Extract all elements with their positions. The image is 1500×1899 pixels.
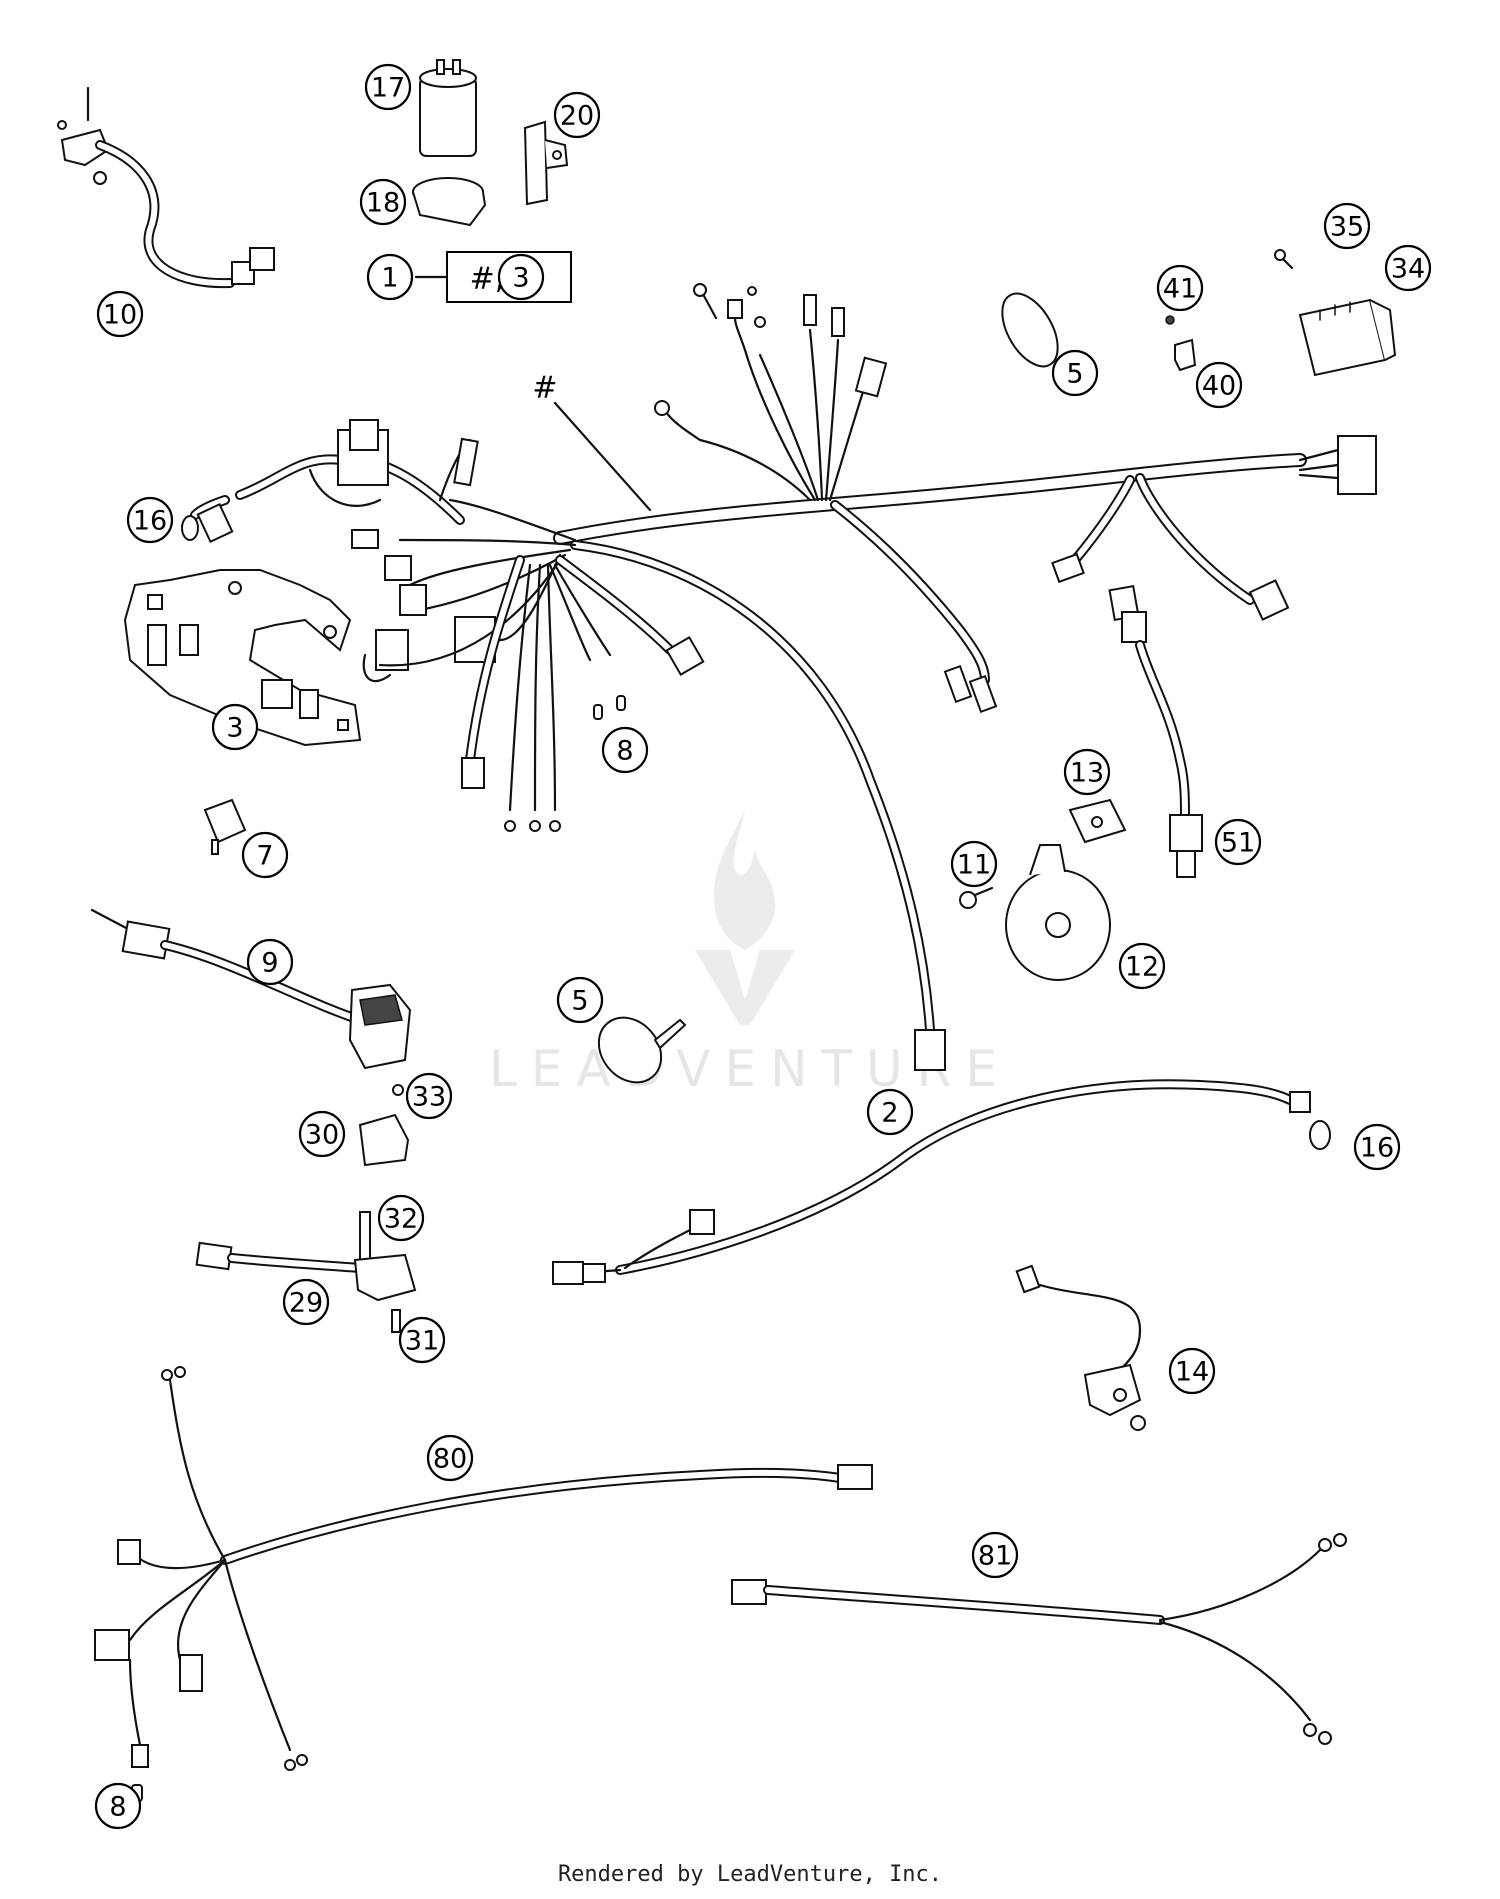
callout-80: 80 — [426, 1434, 474, 1482]
callout-layer: 1233557889101112131416161718202930313233… — [94, 63, 1432, 1830]
callout-label: 16 — [133, 506, 167, 537]
callout-1: 1 — [366, 253, 414, 301]
callout-3: 3 — [497, 253, 545, 301]
callout-label: 30 — [305, 1120, 339, 1151]
leadventure-flame-logo — [695, 810, 795, 1025]
part-81-cable — [731, 1533, 1347, 1745]
callout-3: 3 — [211, 703, 259, 751]
callout-32: 32 — [377, 1194, 425, 1242]
part-5-cable-tie-center — [597, 1016, 687, 1084]
part-2-wiring-harness-rear — [552, 1079, 1331, 1285]
callout-label: 81 — [978, 1541, 1012, 1572]
callout-label: 17 — [371, 73, 405, 104]
harness-hash-label: # — [532, 371, 557, 406]
callout-41: 41 — [1156, 264, 1204, 312]
callout-label: 29 — [289, 1288, 323, 1319]
callout-14: 14 — [1168, 1347, 1216, 1395]
callout-label: 41 — [1163, 274, 1197, 305]
part-18-capacitor-holder — [412, 177, 487, 227]
callout-40: 40 — [1195, 361, 1243, 409]
main-wiring-harness: # — [190, 283, 1377, 1071]
part-16-bulb-left — [181, 515, 199, 541]
callout-12: 12 — [1118, 942, 1166, 990]
callout-8: 8 — [601, 726, 649, 774]
callout-11: 11 — [950, 840, 998, 888]
callout-label: 12 — [1125, 952, 1159, 983]
callout-label: 2 — [881, 1098, 898, 1129]
callout-label: 8 — [616, 736, 633, 767]
callout-label: 40 — [1202, 371, 1236, 402]
part-40-clamp — [1165, 315, 1197, 372]
callout-label: 5 — [1066, 359, 1083, 390]
callout-label: 8 — [109, 1792, 126, 1823]
part-5-cable-strap-top — [1001, 292, 1059, 368]
callout-9: 9 — [246, 938, 294, 986]
callout-label: 33 — [412, 1082, 446, 1113]
part-14-sensor — [1015, 1264, 1146, 1431]
callout-16: 16 — [1353, 1123, 1401, 1171]
part-33-nut — [392, 1084, 404, 1096]
part-17-capacitor — [419, 59, 477, 157]
part-34-voltage-regulator — [1298, 298, 1397, 377]
callout-13: 13 — [1063, 748, 1111, 796]
watermark-text: LEADVENTURE — [489, 1040, 1011, 1098]
part-32-screw — [359, 1211, 371, 1261]
callout-7: 7 — [241, 831, 289, 879]
callout-5: 5 — [556, 976, 604, 1024]
callout-2: 2 — [866, 1088, 914, 1136]
part-51-temperature-sensor — [1108, 584, 1203, 878]
part-13-holder — [1068, 798, 1127, 844]
callout-label: 9 — [261, 948, 278, 979]
callout-label: 14 — [1175, 1357, 1209, 1388]
part-11-screw — [959, 886, 994, 909]
callout-label: 1 — [381, 263, 398, 294]
callout-label: 18 — [366, 188, 400, 219]
callout-34: 34 — [1384, 244, 1432, 292]
callout-17: 17 — [364, 63, 412, 111]
callout-51: 51 — [1214, 818, 1262, 866]
callout-label: 35 — [1330, 212, 1364, 243]
callout-31: 31 — [398, 1316, 446, 1364]
callout-label: 51 — [1221, 828, 1255, 859]
callout-5: 5 — [1051, 349, 1099, 397]
callout-29: 29 — [282, 1278, 330, 1326]
callout-30: 30 — [298, 1110, 346, 1158]
part-31-screw — [391, 1309, 401, 1333]
part-3-harness-bracket — [123, 569, 362, 747]
part-29-switch-with-cable — [195, 1241, 417, 1302]
callout-16: 16 — [126, 496, 174, 544]
callout-10: 10 — [96, 290, 144, 338]
part-8-bulbs — [593, 695, 626, 720]
callout-label: 3 — [226, 713, 243, 744]
callout-8: 8 — [94, 1782, 142, 1830]
callout-label: 80 — [433, 1444, 467, 1475]
callout-label: 20 — [560, 101, 594, 132]
callout-18: 18 — [359, 178, 407, 226]
footer-credit: Rendered by LeadVenture, Inc. — [557, 1862, 943, 1887]
part-10-kill-switch — [57, 86, 275, 289]
callout-label: 10 — [103, 300, 137, 331]
callout-label: 16 — [1360, 1133, 1394, 1164]
callout-label: 32 — [384, 1204, 418, 1235]
part-35-screw — [1274, 249, 1294, 270]
part-7-relay — [203, 798, 247, 855]
callout-label: 5 — [571, 986, 588, 1017]
part-20-bracket — [523, 120, 569, 206]
callout-35: 35 — [1323, 202, 1371, 250]
callout-label: 13 — [1070, 758, 1104, 789]
callout-label: 7 — [256, 841, 273, 872]
callout-label: 34 — [1391, 254, 1425, 285]
part-30-switch-housing — [358, 1113, 410, 1167]
callout-20: 20 — [553, 91, 601, 139]
part-9-handlebar-switch — [90, 908, 412, 1070]
callout-33: 33 — [405, 1072, 453, 1120]
callout-label: 3 — [512, 263, 529, 294]
callout-81: 81 — [971, 1531, 1019, 1579]
callout-label: 11 — [957, 850, 991, 881]
part-12-horn — [1005, 844, 1111, 981]
callout-label: 31 — [405, 1326, 439, 1357]
